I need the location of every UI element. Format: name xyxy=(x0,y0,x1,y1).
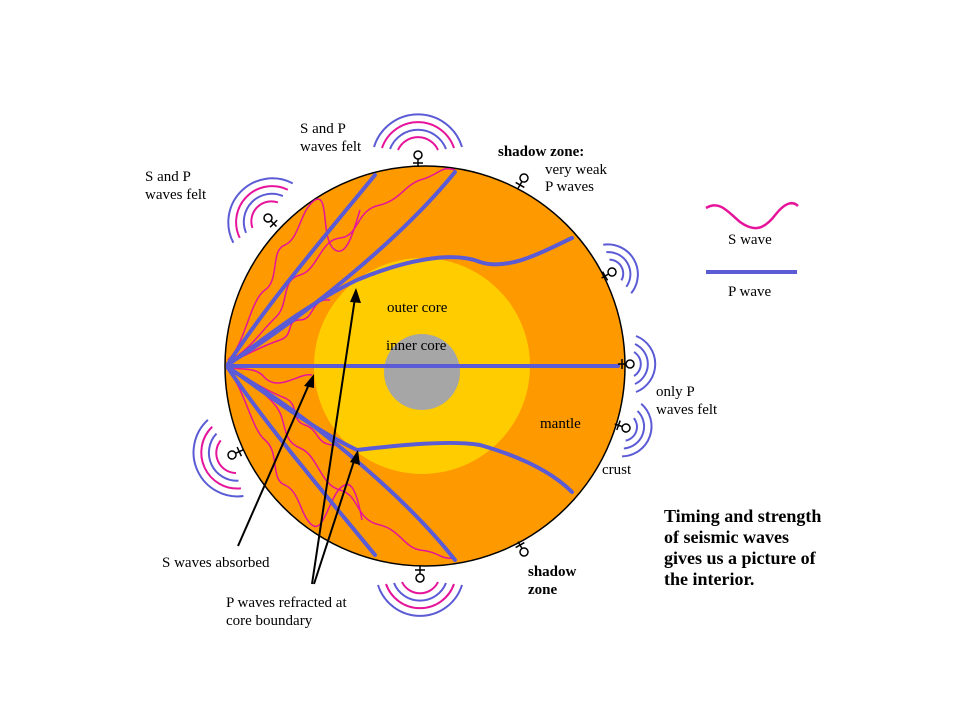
arrow-s-absorbed xyxy=(237,381,311,547)
wave-arc xyxy=(623,410,646,450)
wave-arc xyxy=(235,185,289,239)
legend-s-wave-label: S wave xyxy=(728,232,772,248)
legend-p-wave-label: P wave xyxy=(728,284,772,300)
legend-s-wave-swatch xyxy=(705,202,799,230)
person-icon xyxy=(515,173,529,189)
wave-arc xyxy=(622,402,653,458)
s-and-p-left-label-line2: waves felt xyxy=(145,187,207,203)
caption-line1: Timing and strength xyxy=(664,506,821,526)
mantle-label: mantle xyxy=(540,416,581,432)
person-icon xyxy=(413,150,423,167)
s-and-p-left-label-line1: S and P xyxy=(145,169,191,185)
s-waves-absorbed-label: S waves absorbed xyxy=(162,555,270,571)
person-icon xyxy=(515,541,529,557)
arrowhead xyxy=(350,288,361,303)
s-wave-path xyxy=(227,367,456,560)
person-icon xyxy=(618,359,635,369)
p-waves-refracted-label-line2: core boundary xyxy=(226,613,313,629)
seismometer-station xyxy=(601,243,639,294)
wave-arc xyxy=(242,192,284,234)
only-p-label-line2: waves felt xyxy=(656,402,718,418)
caption: Timing and strength of seismic waves giv… xyxy=(664,506,821,589)
arrowhead xyxy=(304,374,314,388)
inner-core-layer xyxy=(384,334,460,410)
p-wave-path xyxy=(226,366,377,557)
person-icon xyxy=(227,446,244,460)
person-icon xyxy=(415,566,425,583)
wave-arc xyxy=(227,177,294,244)
wave-arc xyxy=(606,251,632,288)
wave-arc xyxy=(393,582,447,602)
crust-label: crust xyxy=(602,462,632,478)
p-wave-path xyxy=(226,236,574,367)
s-wave-path xyxy=(227,365,313,384)
caption-line3: gives us a picture of xyxy=(664,548,817,568)
s-and-p-top-label-line2: waves felt xyxy=(300,139,362,155)
person-icon xyxy=(263,213,278,228)
s-wave-path xyxy=(227,198,361,361)
wave-arc xyxy=(633,351,642,377)
s-wave-path xyxy=(227,299,331,365)
s-and-p-top-label-line1: S and P xyxy=(300,121,346,137)
s-wave-path xyxy=(227,168,456,363)
shadow-zone-top-line2: P waves xyxy=(545,179,594,195)
seismometer-station xyxy=(373,113,463,167)
inner-core-label: inner core xyxy=(386,338,447,354)
wave-arc xyxy=(192,419,244,498)
seismometer-station xyxy=(614,402,653,458)
outer-core-label: outer core xyxy=(387,300,448,316)
p-waves-refracted-label-line1: P waves refracted at xyxy=(226,595,347,611)
wave-arc xyxy=(635,335,657,393)
wave-arc xyxy=(250,200,279,229)
wave-arc xyxy=(625,417,638,442)
wave-arc xyxy=(603,243,639,294)
caption-line4: the interior. xyxy=(664,569,754,589)
arrowhead xyxy=(350,450,360,465)
wave-arc xyxy=(377,584,463,617)
wave-arc xyxy=(373,113,463,148)
seismometer-station xyxy=(192,419,244,498)
seismometer-station xyxy=(377,566,463,617)
wave-arc xyxy=(634,343,649,385)
wave-arc xyxy=(385,583,455,610)
arrow-p-refracted-upper xyxy=(311,297,356,585)
seismometer-station xyxy=(618,335,657,393)
wave-arc xyxy=(389,128,447,150)
person-icon xyxy=(614,420,631,433)
shadow-zone-top-line1: very weak xyxy=(545,162,608,178)
seismometer-station xyxy=(227,177,294,244)
p-wave-path xyxy=(226,365,574,494)
shadow-zone-top-title: shadow zone: xyxy=(498,144,584,160)
only-p-label-line1: only P xyxy=(656,384,695,400)
wave-arc xyxy=(207,432,239,482)
wave-arc xyxy=(200,426,242,490)
annotation-arrows xyxy=(237,288,361,585)
wave-arc xyxy=(397,136,439,151)
wave-arc xyxy=(401,581,439,595)
p-wave-path xyxy=(226,173,377,366)
legend: S wave P wave xyxy=(705,202,799,300)
caption-line2: of seismic waves xyxy=(664,527,789,547)
shadow-zone-bottom-line2: zone xyxy=(528,582,558,598)
shadow-zone-bottom-line1: shadow xyxy=(528,564,577,580)
wave-arc xyxy=(215,439,237,475)
person-icon xyxy=(601,267,617,281)
arrow-p-refracted-lower xyxy=(313,457,356,585)
seismometer-stations xyxy=(192,113,657,617)
p-wave-paths xyxy=(226,170,620,562)
s-wave-path xyxy=(227,369,363,528)
wave-arc xyxy=(381,121,455,149)
wave-arc xyxy=(609,258,625,281)
